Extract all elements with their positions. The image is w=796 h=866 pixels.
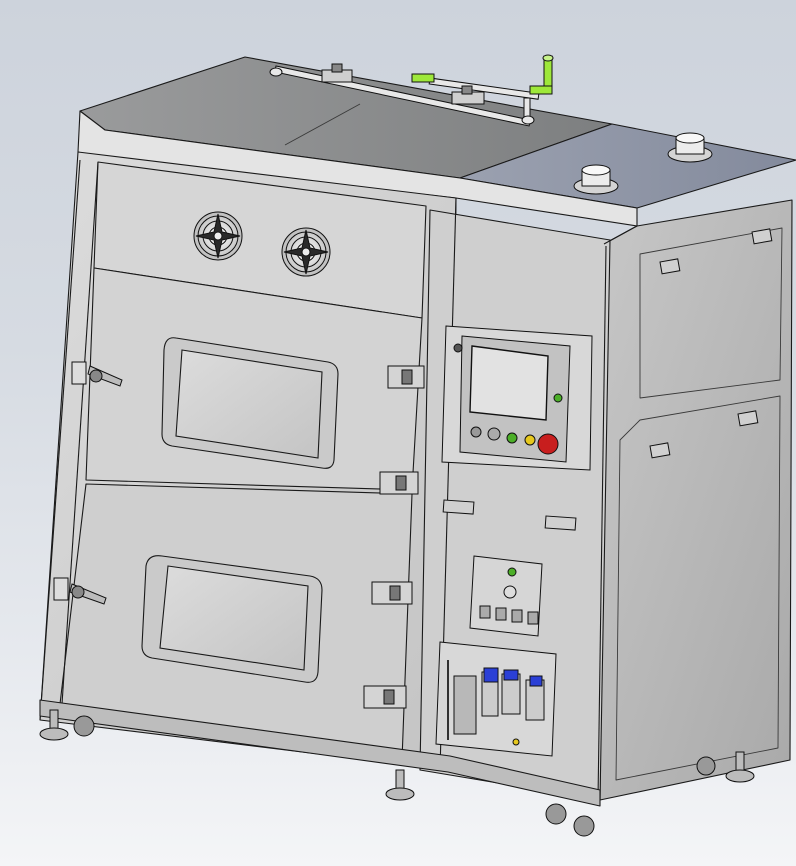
key-switch[interactable] — [470, 426, 482, 438]
upper-latch[interactable] — [71, 361, 123, 387]
blue-valve-icon-2 — [503, 669, 519, 681]
aux-dial-icon — [503, 585, 517, 599]
fan-right-icon — [281, 227, 331, 277]
base-rail — [39, 699, 601, 807]
exhaust-ports — [573, 132, 713, 195]
blue-valve-icon-3 — [529, 675, 543, 687]
column-edge-right — [597, 245, 607, 801]
valve-1-icon — [321, 63, 353, 83]
regulator-body — [453, 675, 477, 735]
fan-left-icon — [193, 211, 243, 261]
selector-switch[interactable] — [487, 427, 501, 441]
aux-button-2[interactable] — [495, 607, 507, 621]
frame-edge-left-outer — [39, 159, 81, 721]
auxiliary-button-panel — [469, 555, 543, 637]
cabinet-corner-edge — [603, 225, 638, 245]
aux-button-1[interactable] — [479, 605, 491, 619]
emergency-stop-button[interactable] — [537, 433, 559, 455]
exhaust-port-rear — [667, 132, 713, 163]
touch-screen[interactable] — [469, 345, 549, 421]
top-piping — [269, 54, 554, 127]
green-pipe-cap — [542, 54, 554, 62]
foot-rear-right — [725, 751, 755, 783]
foot-front-middle — [385, 769, 415, 801]
valve-2-icon — [451, 85, 485, 105]
handle-right[interactable] — [544, 515, 577, 531]
control-panel — [441, 325, 593, 471]
lower-latch[interactable] — [53, 577, 107, 605]
aux-button-3[interactable] — [511, 609, 523, 623]
leveling-feet-and-casters — [39, 709, 755, 837]
hinge-upper-1 — [387, 365, 425, 389]
caster-front-right — [545, 803, 595, 837]
blue-valve-icon — [483, 667, 499, 683]
cooling-fans — [193, 211, 331, 277]
pipe-mount-right — [521, 115, 535, 125]
yellow-fitting-icon — [512, 738, 520, 746]
hinge-lower-1 — [371, 581, 413, 605]
exhaust-port-front — [573, 164, 619, 195]
frame-edge-left — [61, 161, 99, 705]
aux-button-4[interactable] — [527, 611, 539, 625]
caster-rear-right — [696, 756, 716, 776]
green-pipe-elbow — [529, 85, 553, 95]
hinge-lower-2 — [363, 685, 407, 709]
pipe-mount-left — [269, 67, 283, 77]
right-side-inset — [639, 227, 783, 399]
hinge-upper-2 — [379, 471, 419, 495]
pneumatic-bay — [435, 641, 557, 757]
lower-viewing-window — [141, 555, 323, 683]
machine-body — [39, 56, 796, 807]
caster-front-left — [73, 715, 95, 737]
yellow-indicator-button[interactable] — [524, 434, 536, 446]
upper-viewing-window — [161, 337, 339, 469]
side-handle-1[interactable] — [659, 258, 681, 275]
door-hardware — [53, 361, 425, 709]
side-handle-2[interactable] — [751, 228, 773, 245]
side-handle-3[interactable] — [649, 442, 671, 459]
right-side-panel — [599, 199, 793, 801]
top-seam — [284, 103, 361, 146]
control-buttons — [470, 393, 563, 455]
viewing-windows — [141, 337, 339, 683]
cabinet-handles — [442, 228, 773, 531]
aux-indicator-icon — [507, 567, 517, 577]
foot-front-left — [39, 709, 69, 741]
power-indicator — [553, 393, 563, 403]
side-handle-4[interactable] — [737, 410, 759, 427]
green-indicator-button[interactable] — [506, 432, 518, 444]
handle-left[interactable] — [442, 499, 475, 515]
screen-led-icon — [453, 343, 463, 353]
green-pipe-fitting — [411, 73, 435, 83]
